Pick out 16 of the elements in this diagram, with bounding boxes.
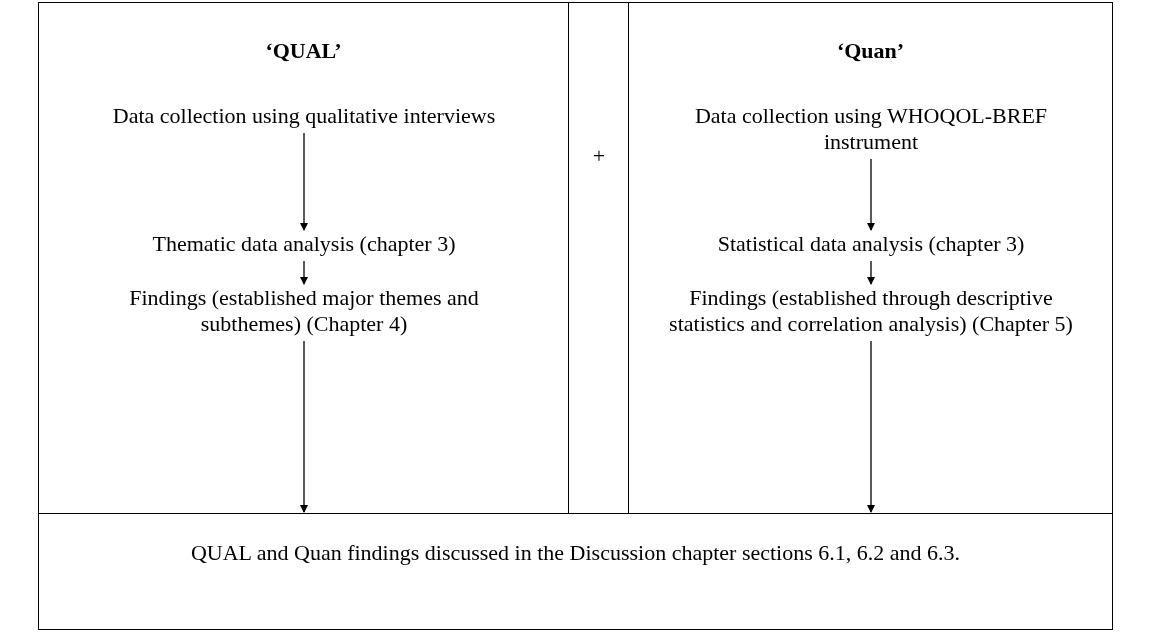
- arrow: [300, 340, 308, 513]
- arrow: [300, 132, 308, 231]
- column-heading: ‘Quan’: [835, 38, 906, 64]
- arrow: [867, 260, 875, 285]
- step-text: Data collection using qualitative interviews: [94, 103, 514, 129]
- arrow: [867, 158, 875, 231]
- arrow: [300, 260, 308, 285]
- summary-panel: QUAL and Quan findings discussed in the Discussion chapter sections 6.1, 6.2 and 6.3.: [39, 513, 1112, 629]
- step-text: Thematic data analysis (chapter 3): [94, 231, 514, 257]
- column-heading: ‘QUAL’: [264, 38, 343, 64]
- step-text: Findings (established through descriptive statistics and correlation analysis) (Chapter 5): [651, 285, 1091, 337]
- plus-sign: +: [591, 143, 607, 169]
- step-text: Findings (established major themes and subthemes) (Chapter 4): [94, 285, 514, 337]
- step-text: Data collection using WHOQOL-BREF instrument: [651, 103, 1091, 155]
- arrow: [867, 340, 875, 513]
- step-text: Statistical data analysis (chapter 3): [651, 231, 1091, 257]
